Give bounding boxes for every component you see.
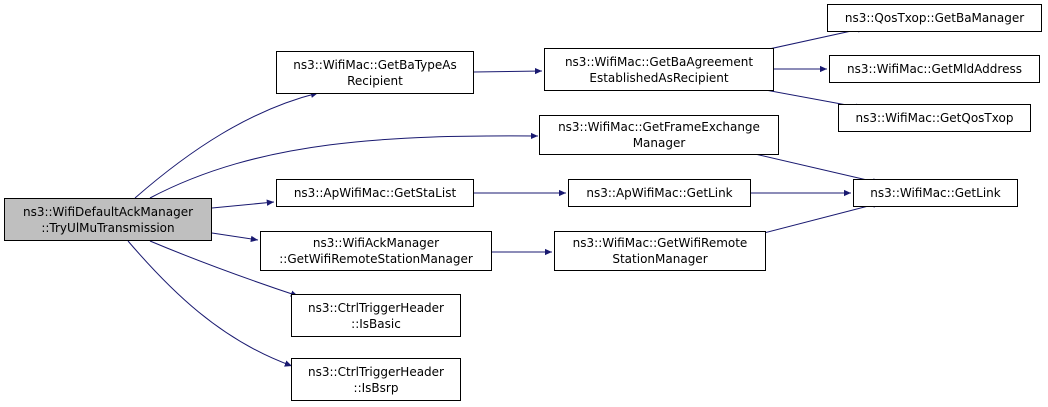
node-label-line1: ns3::WifiMac::GetFrameExchange — [558, 120, 760, 134]
node-label-line1: ns3::WifiMac::GetLink — [870, 186, 1001, 200]
edge-root-to-get-ba-type — [134, 91, 319, 199]
edge-root-to-is-bsrp — [127, 240, 293, 367]
node-label-line1: ns3::WifiDefaultAckManager — [22, 204, 194, 219]
node-label-line1: ns3::WifiMac::GetQosTxop — [855, 111, 1014, 125]
node-ctrl-trigger-header-is-bsrp[interactable]: ns3::CtrlTriggerHeader ::IsBsrp — [291, 358, 461, 401]
node-label-line2: ::GetWifiRemoteStationManager — [279, 252, 473, 266]
node-wifi-mac-get-qos-txop[interactable]: ns3::WifiMac::GetQosTxop — [838, 104, 1031, 132]
node-wifi-mac-get-mld-address[interactable]: ns3::WifiMac::GetMldAddress — [829, 55, 1040, 83]
node-label-line1: ns3::WifiMac::GetMldAddress — [847, 62, 1022, 76]
node-ap-wifi-mac-get-sta-list[interactable]: ns3::ApWifiMac::GetStaList — [276, 179, 474, 207]
node-qos-txop-get-ba-manager[interactable]: ns3::QosTxop::GetBaManager — [827, 4, 1042, 32]
node-label-line1: ns3::CtrlTriggerHeader — [307, 364, 444, 379]
node-label-line1: ns3::WifiMac::GetBaAgreement — [564, 54, 754, 69]
node-label-line2: ::IsBsrp — [353, 380, 399, 395]
node-label-line2: Manager — [632, 136, 686, 150]
edge-get-frame-exchange-to-wifi-get-link — [754, 153, 881, 185]
node-ap-wifi-mac-get-link[interactable]: ns3::ApWifiMac::GetLink — [568, 179, 751, 207]
node-try-ul-mu-transmission: ns3::WifiDefaultAckManager ::TryUlMuTran… — [4, 198, 212, 241]
node-label-line2: ::IsBasic — [351, 316, 401, 331]
node-wifi-ack-manager-get-remote-station-manager[interactable]: ns3::WifiAckManager ::GetWifiRemoteStati… — [260, 231, 492, 271]
node-label-line2: Recipient — [347, 73, 403, 88]
node-label-line2: ::TryUlMuTransmission — [41, 220, 175, 235]
node-get-ba-type-as-recipient[interactable]: ns3::WifiMac::GetBaTypeAs Recipient — [276, 51, 474, 94]
node-wifi-mac-get-link[interactable]: ns3::WifiMac::GetLink — [853, 179, 1018, 207]
edge-root-to-get-sta-list — [211, 199, 275, 209]
node-ctrl-trigger-header-is-basic[interactable]: ns3::CtrlTriggerHeader ::IsBasic — [291, 294, 461, 337]
node-label-line2: EstablishedAsRecipient — [589, 70, 729, 85]
node-label-line1: ns3::WifiAckManager — [312, 236, 440, 250]
node-get-frame-exchange-manager[interactable]: ns3::WifiMac::GetFrameExchange Manager — [539, 115, 779, 155]
node-label-line1: ns3::ApWifiMac::GetStaList — [293, 186, 457, 200]
edge-mac-get-remote-to-wifi-get-link — [759, 201, 881, 235]
node-label-line2: StationManager — [612, 252, 708, 266]
node-wifi-mac-get-wifi-remote-station-manager[interactable]: ns3::WifiMac::GetWifiRemote StationManag… — [554, 231, 766, 271]
edge-root-to-is-basic — [149, 240, 299, 297]
node-label-line1: ns3::QosTxop::GetBaManager — [844, 11, 1025, 25]
node-label-line1: ns3::WifiMac::GetBaTypeAs — [293, 57, 457, 72]
edge-get-ba-type-to-get-ba-agreement — [473, 67, 543, 75]
edge-root-to-ack-get-remote — [211, 232, 259, 243]
node-get-ba-agreement-established-as-recipient[interactable]: ns3::WifiMac::GetBaAgreement Established… — [544, 48, 774, 91]
node-label-line1: ns3::ApWifiMac::GetLink — [586, 186, 733, 200]
node-label-line1: ns3::WifiMac::GetWifiRemote — [572, 236, 748, 250]
node-label-line1: ns3::CtrlTriggerHeader — [307, 300, 444, 315]
edge-root-to-get-frame-exchange — [149, 132, 539, 199]
